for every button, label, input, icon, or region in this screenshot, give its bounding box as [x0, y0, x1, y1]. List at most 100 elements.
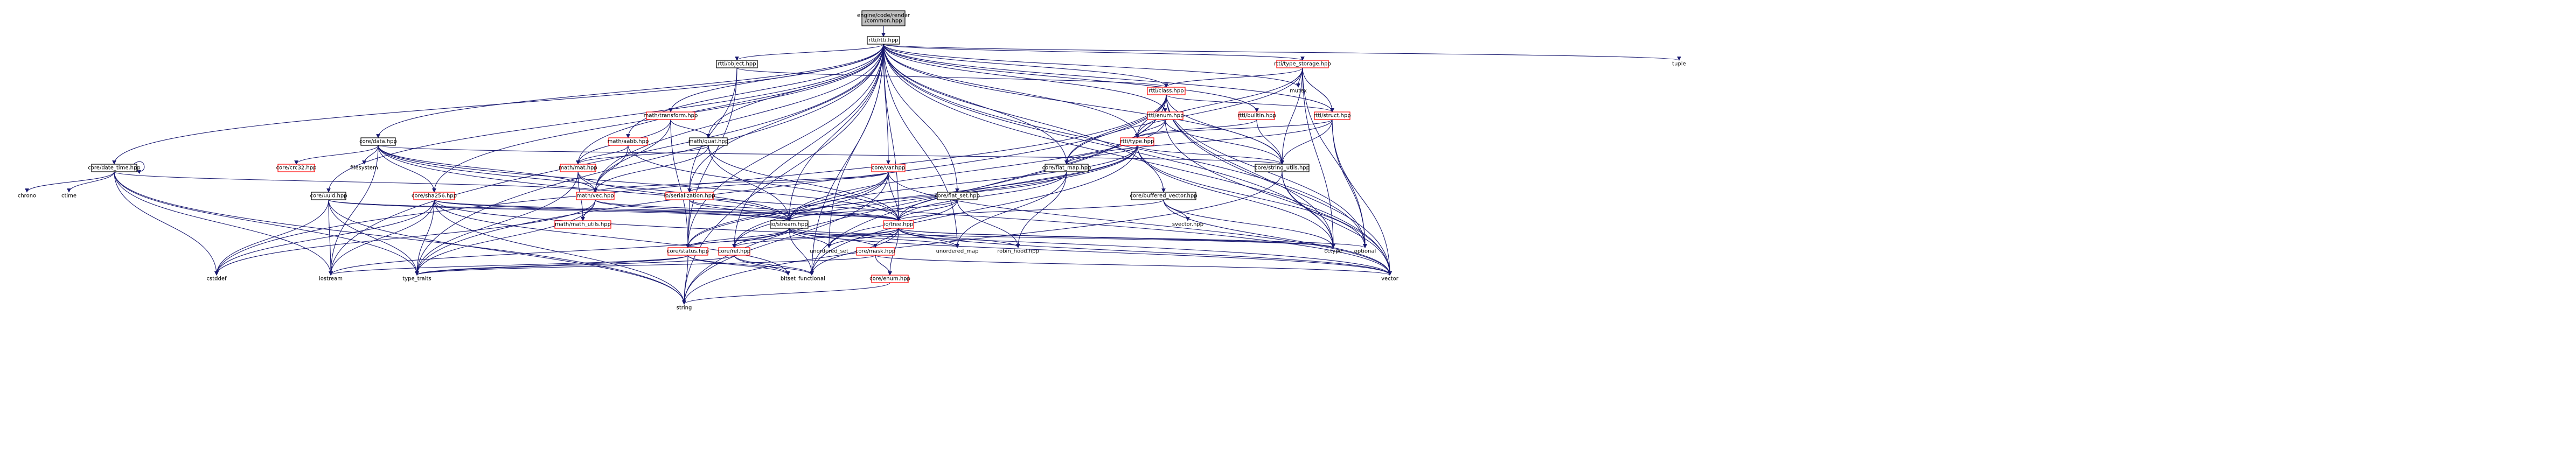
node-math_mat[interactable]: math/mat.hpp	[559, 164, 597, 172]
edge-rtti_class-to-string	[682, 94, 1167, 305]
node-label-functional: functional	[798, 276, 825, 282]
node-rtti_type_storage[interactable]: rtti/type_storage.hpp	[1274, 60, 1331, 68]
node-core_ref[interactable]: core/ref.hpp	[718, 247, 750, 256]
edge-rtti_rtti-to-core_buffered_vector	[883, 44, 1166, 193]
nodes-layer: engine/code/render/common.hpp rtti/rtti.h…	[18, 10, 1686, 311]
node-io_serialization[interactable]: io/serialization.hpp	[664, 192, 715, 200]
node-rtti_class[interactable]: rtti/class.hpp	[1147, 87, 1186, 95]
edge-core_date_time-to-chrono	[25, 171, 115, 193]
edge-rtti_type-to-optional	[1137, 145, 1367, 248]
edge-io_stream-to-core_status	[686, 228, 790, 248]
node-label-rtti_rtti: rtti/rtti.hpp	[868, 38, 898, 44]
edge-core_mask-to-type_traits	[415, 255, 876, 276]
node-core_flat_set[interactable]: core/flat_set.hpp	[935, 192, 980, 200]
node-math_math_utils[interactable]: math/math_utils.hpp	[554, 220, 611, 229]
node-label-rtti_enum: rtti/enum.hpp	[1147, 113, 1184, 119]
edge-core_flat_set-to-robin_hood	[957, 199, 1020, 248]
edge-core_status-to-functional	[687, 255, 814, 276]
node-core_data[interactable]: core/data.hpp	[359, 137, 397, 146]
edge-core_sha256-to-type_traits	[415, 199, 435, 276]
node-label-root-line0: engine/code/render	[857, 13, 910, 19]
node-core_enum[interactable]: core/enum.hpp	[869, 275, 910, 283]
node-box-core_mask	[856, 247, 895, 256]
node-box-core_crc32	[277, 164, 315, 172]
edge-core_sha256-to-vector	[434, 199, 1392, 276]
edge-math_transform-to-core_status	[670, 119, 690, 248]
node-string: string	[677, 305, 692, 311]
node-box-core_ref	[718, 247, 750, 256]
edge-rtti_type-to-io_tree	[896, 145, 1138, 221]
edge-core_uuid-to-iostream	[328, 199, 333, 276]
node-unordered_map: unordered_map	[936, 249, 979, 255]
edge-rtti_type_storage-to-optional	[1302, 67, 1367, 248]
node-label-optional: optional	[1354, 249, 1376, 255]
edge-io_tree-to-core_status	[686, 228, 899, 248]
edge-core_data-to-math_vec	[378, 145, 597, 193]
node-io_tree[interactable]: io/tree.hpp	[883, 220, 914, 229]
edge-rtti_struct-to-core_string_utils	[1280, 119, 1333, 165]
edge-io_tree-to-vector	[898, 228, 1392, 276]
edge-core_data-to-vector	[378, 145, 1392, 276]
edge-core_sha256-to-cstddef	[214, 199, 435, 276]
edge-core_var-to-io_tree	[888, 171, 901, 221]
node-tuple: tuple	[1672, 61, 1686, 67]
edge-math_vec-to-type_traits	[415, 199, 596, 276]
node-rtti_type[interactable]: rtti/type.hpp	[1120, 137, 1154, 146]
node-math_aabb[interactable]: math/aabb.hpp	[608, 137, 649, 146]
edge-core_uuid-to-type_traits	[328, 199, 419, 276]
node-rtti_rtti[interactable]: rtti/rtti.hpp	[867, 36, 900, 45]
node-math_quat[interactable]: math/quat.hpp	[688, 137, 728, 146]
node-core_var[interactable]: core/var.hpp	[871, 164, 906, 172]
edge-rtti_type_storage-to-rtti_type	[1135, 67, 1303, 138]
node-core_status[interactable]: core/status.hpp	[667, 247, 709, 256]
node-label-core_mask: core/mask.hpp	[855, 249, 895, 255]
node-core_flat_map[interactable]: core/flat_map.hpp	[1042, 164, 1091, 172]
node-rtti_enum[interactable]: rtti/enum.hpp	[1147, 111, 1184, 120]
node-label-core_data: core/data.hpp	[359, 139, 397, 145]
edge-io_stream-to-functional	[789, 228, 814, 276]
node-core_buffered_vector[interactable]: core/buffered_vector.hpp	[1130, 192, 1198, 200]
node-mutex: mutex	[1290, 88, 1307, 94]
node-math_vec[interactable]: math/vec.hpp	[576, 192, 615, 200]
edge-rtti_type-to-core_flat_map	[1064, 145, 1138, 165]
node-rtti_object[interactable]: rtti/object.hpp	[716, 60, 758, 68]
node-label-tuple: tuple	[1672, 61, 1686, 67]
edge-core_status-to-iostream	[329, 255, 688, 276]
edge-rtti_object-to-rtti_class	[736, 67, 1168, 88]
edge-rtti_rtti-to-rtti_type_storage	[883, 44, 1305, 61]
edge-rtti_class-to-core_string_utils	[1166, 94, 1284, 165]
node-rtti_struct[interactable]: rtti/struct.hpp	[1313, 111, 1351, 120]
edge-rtti_rtti-to-math_quat	[706, 44, 884, 138]
edge-core_data-to-core_sha256	[378, 145, 436, 193]
edge-rtti_enum-to-io_stream	[787, 119, 1166, 221]
node-io_stream[interactable]: io/stream.hpp	[770, 220, 809, 229]
edge-core_uuid-to-string	[328, 199, 686, 305]
node-box-root	[861, 10, 906, 26]
node-rtti_builtin[interactable]: rtti/builtin.hpp	[1237, 111, 1276, 120]
edge-core_ref-to-functional	[734, 255, 814, 276]
edge-core_data-to-iostream	[329, 145, 379, 276]
node-core_sha256[interactable]: core/sha256.hpp	[412, 192, 457, 200]
node-box-rtti_enum	[1147, 111, 1183, 120]
node-core_date_time[interactable]: core/date_time.hpp	[88, 164, 141, 172]
node-core_string_utils[interactable]: core/string_utils.hpp	[1255, 164, 1310, 172]
node-box-core_flat_map	[1045, 164, 1089, 172]
node-core_uuid[interactable]: core/uuid.hpp	[310, 192, 347, 200]
node-box-math_quat	[689, 137, 728, 146]
node-label-core_ref: core/ref.hpp	[718, 249, 750, 255]
edge-rtti_rtti-to-optional	[883, 44, 1367, 248]
edge-rtti_object-to-core_status	[686, 67, 737, 248]
node-label-math_math_utils: math/math_utils.hpp	[555, 222, 611, 228]
node-label-ctime: ctime	[61, 193, 76, 199]
node-core_crc32[interactable]: core/crc32.hpp	[276, 164, 317, 172]
node-bitset: bitset	[781, 276, 796, 282]
edge-core_sha256-to-io_tree	[434, 199, 901, 221]
node-math_transform[interactable]: math/transform.hpp	[644, 111, 698, 120]
edge-core_date_time-to-core_date_time	[133, 161, 145, 174]
node-label-rtti_class: rtti/class.hpp	[1148, 88, 1183, 94]
node-core_mask[interactable]: core/mask.hpp	[855, 247, 895, 256]
node-label-cctype: cctype	[1324, 249, 1342, 255]
node-cctype: cctype	[1324, 249, 1342, 255]
node-root[interactable]: engine/code/render/common.hpp	[857, 10, 910, 26]
node-label-core_flat_set: core/flat_set.hpp	[935, 193, 980, 199]
